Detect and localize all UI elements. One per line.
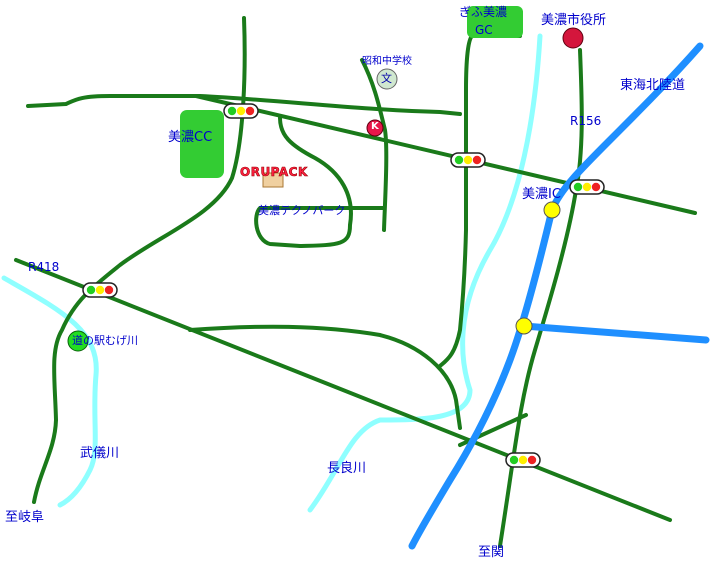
traffic-light-icon	[82, 282, 118, 298]
tokai-hokuriku-expressway	[408, 42, 704, 550]
traffic-light-icon	[223, 103, 259, 119]
mino-technopark-label: 美濃テクノパーク	[258, 204, 346, 217]
mugegawa-river-line	[1, 275, 99, 508]
road-r156-north-south	[498, 48, 584, 548]
expressway	[408, 42, 710, 550]
road-showa	[360, 58, 389, 232]
roadside-station-icon	[67, 330, 89, 352]
traffic-light-icon	[569, 179, 605, 195]
k-marker-label: K	[371, 121, 379, 132]
to-seki-label: 至関	[478, 545, 505, 560]
road-gc-access	[438, 34, 522, 368]
mino-ic-label: 美濃IC	[522, 187, 561, 202]
nagaragawa-river-label: 長良川	[327, 461, 367, 476]
school-icon	[376, 68, 398, 90]
gifu-mino-gc-area	[467, 6, 523, 38]
rivers	[1, 33, 543, 513]
road-r156-east-west	[194, 94, 697, 215]
michinoeki-mugegawa-label: 道の駅むげ川	[72, 334, 138, 347]
mino-cc-area	[180, 110, 224, 178]
ic-marker-icon	[515, 317, 533, 335]
city-hall-marker-icon	[562, 27, 584, 49]
nagara-river	[307, 33, 543, 513]
mino-city-hall-label: 美濃市役所	[541, 13, 607, 28]
r156-label: R156	[570, 114, 602, 128]
traffic-light-icon	[450, 152, 486, 168]
gifu-mino-gc-label: ぎふ美濃	[459, 5, 508, 19]
to-gifu-label: 至岐阜	[5, 510, 45, 525]
factory-icon	[262, 172, 284, 188]
road-technopark	[254, 116, 386, 248]
expressway-branch-east	[520, 322, 710, 344]
tokai-hokuriku-expwy-label: 東海北陸道	[620, 78, 686, 93]
road-middle	[188, 324, 462, 430]
road-upper-west	[26, 94, 462, 116]
road-north-south-west	[32, 16, 247, 504]
school-symbol: 文	[381, 72, 392, 85]
road-r418	[14, 258, 672, 522]
gifu-mino-gc-label-line2: GC	[475, 23, 493, 37]
traffic-light-icon	[505, 452, 541, 468]
orupack-label: ORUPACK	[240, 165, 308, 180]
ic-marker-icon	[543, 201, 561, 219]
showa-jhs-label: 昭和中学校	[362, 56, 412, 67]
mino-cc-label: 美濃CC	[168, 130, 213, 145]
r418-label: R418	[28, 260, 60, 274]
k-marker-icon	[366, 119, 384, 137]
mugegawa-river-label: 武儀川	[80, 446, 120, 461]
